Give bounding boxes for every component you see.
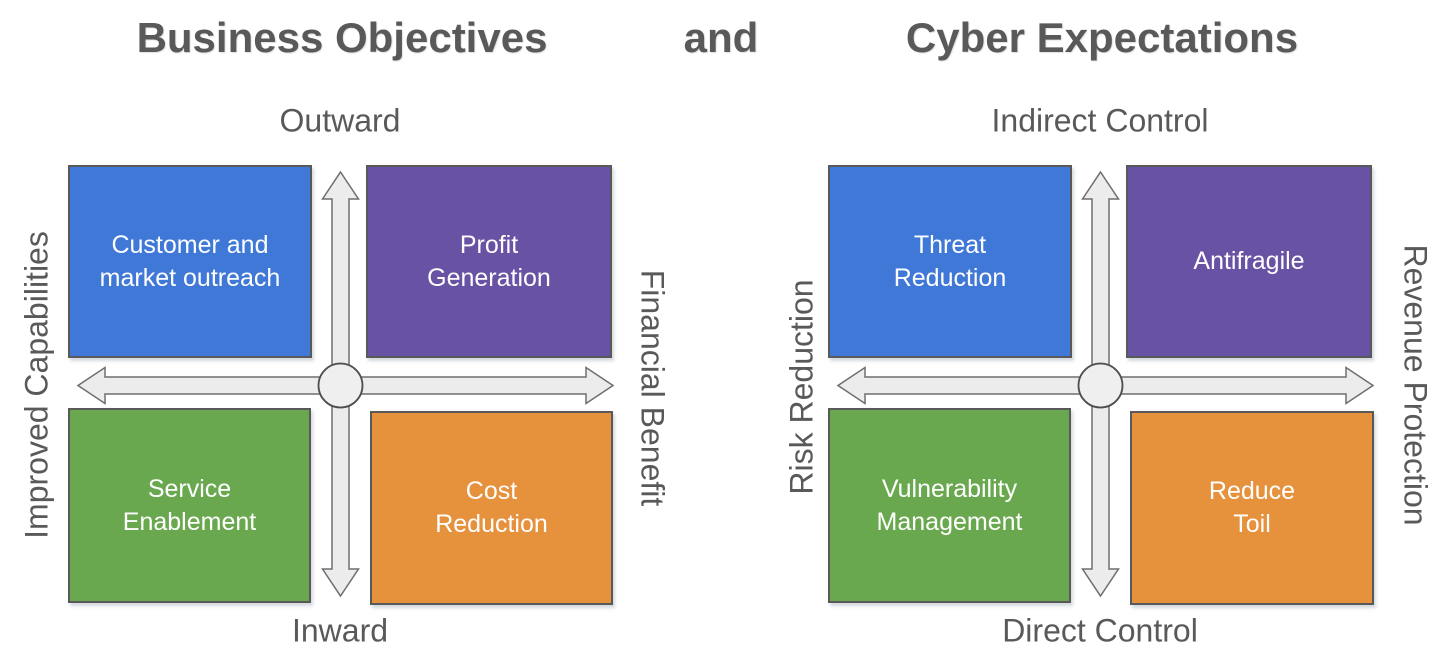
title-business-objectives: Business Objectives xyxy=(136,14,548,61)
left-chart-top-axis-label: Outward xyxy=(279,102,401,139)
axis-origin-circle xyxy=(317,362,364,409)
right-chart-right-axis-label: Revenue Protection xyxy=(1397,244,1434,526)
axis-origin-circle xyxy=(1077,362,1124,409)
left-chart-axes xyxy=(76,170,615,598)
quadrant-threat-reduction: Threat Reduction xyxy=(828,165,1072,358)
quadrant-label: Reduce Toil xyxy=(1208,477,1296,538)
right-chart-top-axis-label: Indirect Control xyxy=(991,102,1209,139)
left-chart-bottom-axis-label: Inward xyxy=(291,612,389,649)
quadrant-label: Cost Reduction xyxy=(435,477,548,538)
quadrant-label: Threat Reduction xyxy=(893,230,1007,292)
left-chart-left-axis-label: Improved Capabilities xyxy=(18,231,55,539)
quadrant-label: Vulnerability Management xyxy=(876,474,1023,536)
right-chart-left-axis-label: Risk Reduction xyxy=(783,279,820,495)
title-and: and xyxy=(683,14,759,61)
quadrant-cost-reduction: Cost Reduction xyxy=(370,411,613,605)
right-chart-axes xyxy=(836,170,1375,598)
right-chart-bottom-axis-label: Direct Control xyxy=(1002,612,1198,649)
quadrant-service-enablement: Service Enablement xyxy=(68,408,311,603)
quadrant-label: Service Enablement xyxy=(122,474,257,536)
quadrant-label: Profit Generation xyxy=(427,230,551,292)
quadrant-label: Customer and market outreach xyxy=(99,230,281,292)
quadrant-vulnerability-management: Vulnerability Management xyxy=(828,408,1071,603)
quadrant-profit-generation: Profit Generation xyxy=(366,165,612,358)
quadrant-antifragile: Antifragile xyxy=(1126,165,1372,358)
quadrant-label: Antifragile xyxy=(1193,247,1305,275)
title-cyber-expectations: Cyber Expectations xyxy=(905,14,1299,61)
quadrant-reduce-toil: Reduce Toil xyxy=(1130,411,1374,605)
quadrant-customer-market-outreach: Customer and market outreach xyxy=(68,165,312,358)
left-chart-right-axis-label: Financial Benefit xyxy=(634,269,671,507)
